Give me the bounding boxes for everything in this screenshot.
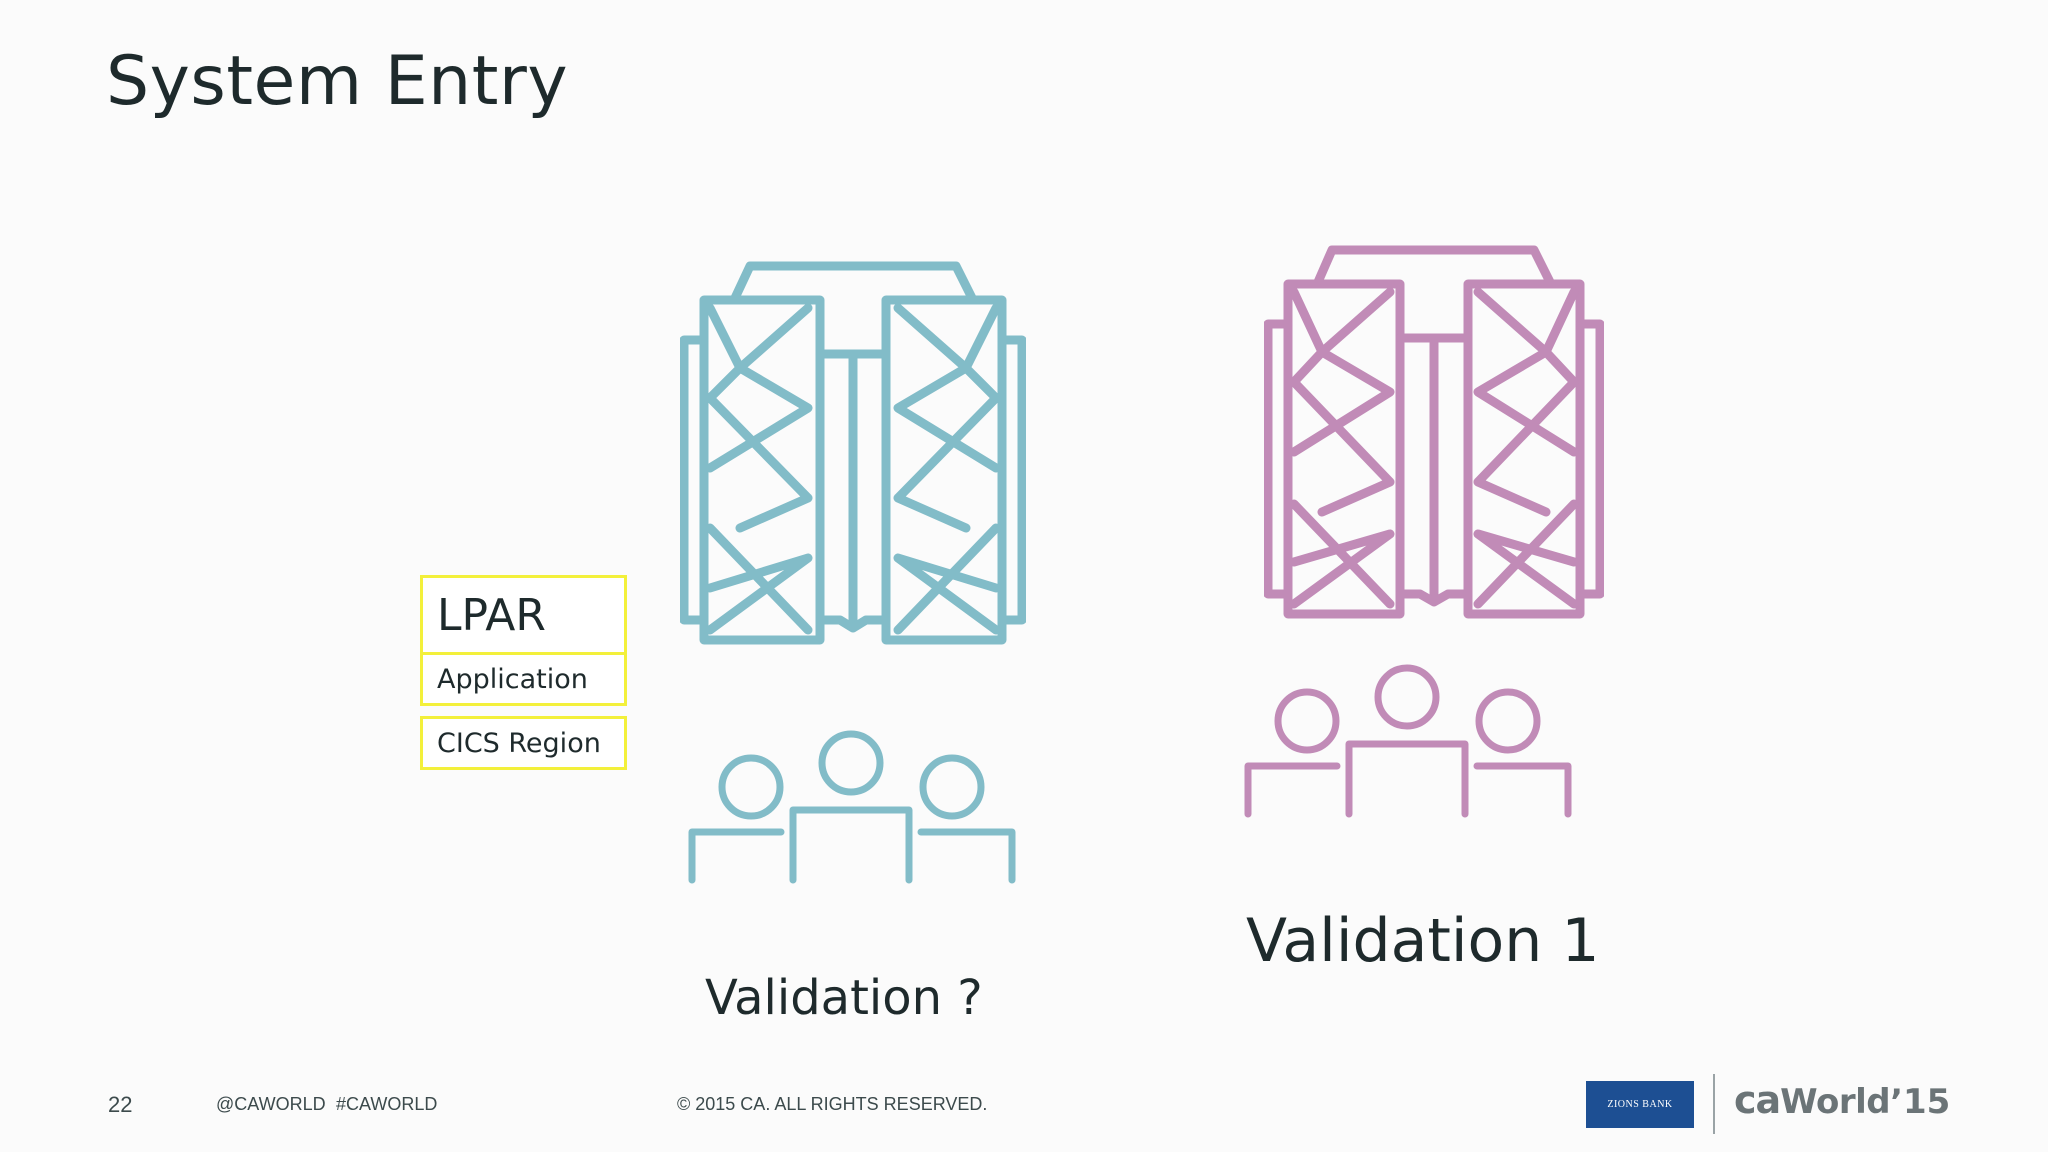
caworld-logo-year: ’15 [1890,1082,1951,1122]
mainframe-icon-left [680,261,1026,645]
mainframe-icon-right [1264,245,1604,619]
caworld-logo-name: World [1780,1082,1891,1122]
legend-lpar: LPAR [420,575,627,655]
legend-cics-region: CICS Region [420,716,627,770]
users-icon-left [688,730,1016,884]
caworld-logo: ca World ’15 [1734,1078,1950,1128]
logo-divider [1713,1074,1715,1134]
page-number: 22 [108,1092,133,1117]
social-handle: @CAWORLD [216,1094,326,1114]
slide-title: System Entry [106,42,569,121]
legend-application: Application [420,652,627,706]
users-icon-right [1244,664,1572,818]
zions-bank-logo: ZIONS BANK [1586,1081,1694,1128]
validation-right-label: Validation 1 [1246,906,1600,976]
caworld-logo-prefix: ca [1734,1078,1781,1122]
copyright-notice: © 2015 CA. ALL RIGHTS RESERVED. [677,1094,988,1114]
validation-left-label: Validation ? [705,970,983,1026]
hashtag: #CAWORLD [336,1094,438,1114]
